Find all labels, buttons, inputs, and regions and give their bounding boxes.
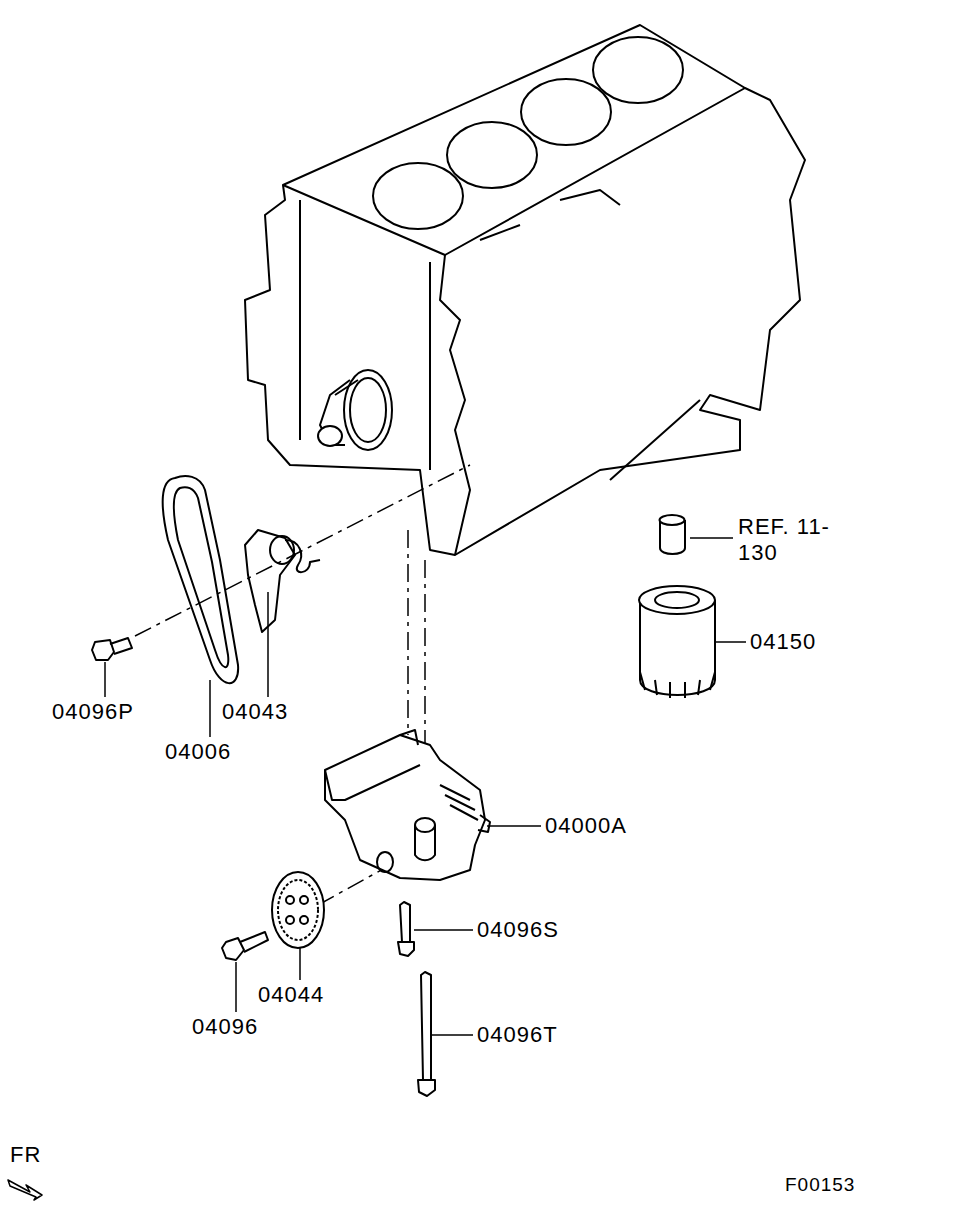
oil-pump-part <box>440 785 478 820</box>
leader-line-part <box>715 641 746 643</box>
oil-filter <box>639 515 715 698</box>
direction-label: FR <box>8 1142 43 1168</box>
bolt <box>92 638 132 660</box>
leader-line-part <box>104 662 106 697</box>
cylinder-block-part <box>447 122 537 188</box>
cylinder-block-part <box>429 262 431 470</box>
callout-number: 04043 <box>220 699 290 725</box>
crank-sprocket <box>318 370 392 450</box>
leader-line-part <box>299 948 301 980</box>
cylinder-block-part <box>245 88 805 555</box>
callout-number: 04000A <box>543 813 629 839</box>
cylinder-block-part <box>610 400 700 480</box>
belt-tensioner <box>245 530 320 632</box>
crank-sprocket-part <box>350 378 386 442</box>
leader-line-part <box>414 929 473 931</box>
bolt-part <box>398 942 414 956</box>
crank-sprocket-part <box>318 426 342 446</box>
bolt-part <box>421 972 431 1080</box>
bolt-part <box>400 902 410 942</box>
pump-gear-part <box>286 896 294 904</box>
belt-tensioner-part <box>245 530 295 632</box>
oil-filter-part <box>660 515 685 525</box>
cylinder-block-part <box>373 163 463 229</box>
leader-line-part <box>235 962 237 1012</box>
cylinder-block <box>245 25 805 555</box>
bolt-part <box>240 932 268 952</box>
oil-pump <box>325 730 490 880</box>
leader-line-part <box>487 825 541 827</box>
crank-sprocket-part <box>335 380 358 395</box>
figure-code: F00153 <box>783 1172 857 1198</box>
cylinder-block-part <box>521 79 611 145</box>
leader-line-part <box>209 680 211 737</box>
front-arrow <box>8 1180 42 1200</box>
dash-line-part <box>407 530 409 735</box>
timing-belt <box>163 476 238 683</box>
leader-line-part <box>690 537 733 539</box>
cylinder-block-part <box>560 190 620 205</box>
callout-number: 04150 <box>748 629 818 655</box>
bolt-part <box>418 1080 435 1096</box>
reference-note: REF. 11-130 <box>736 514 840 566</box>
oil-filter-part <box>639 586 715 614</box>
pump-gear <box>272 872 324 948</box>
cylinder-block-part <box>593 37 683 103</box>
callout-number: 04096P <box>50 699 136 725</box>
oil-filter-part <box>640 672 715 698</box>
pump-gear-part <box>286 916 294 924</box>
dash-line-part <box>318 868 385 905</box>
cylinder-block-part <box>440 255 470 555</box>
cylinder-block-part <box>283 25 745 255</box>
callout-number: 04006 <box>163 739 233 765</box>
crank-sprocket-part <box>344 370 392 450</box>
pump-gear-part <box>278 880 318 940</box>
leader-line-part <box>431 1034 473 1036</box>
oil-pump-part <box>415 818 435 832</box>
pump-gear-part <box>300 896 308 904</box>
callout-number: 04096 <box>190 1014 260 1040</box>
pump-gear-part <box>300 916 308 924</box>
oil-pump-part <box>400 730 418 745</box>
pump-gear-part <box>272 872 324 948</box>
oil-pump-part <box>415 825 435 860</box>
front-arrow-part <box>8 1180 42 1200</box>
callout-number: 04096S <box>475 917 561 943</box>
cylinder-block-part <box>299 200 301 440</box>
oil-pump-part <box>325 765 420 800</box>
oil-filter-part <box>655 592 699 608</box>
leader-line-part <box>267 592 269 697</box>
timing-belt-part <box>174 487 229 667</box>
timing-belt-part <box>163 476 238 683</box>
bolt <box>222 902 435 1096</box>
oil-pump-part <box>325 735 485 880</box>
callout-number: 04096T <box>475 1022 560 1048</box>
oil-pump-part <box>478 815 490 832</box>
oil-pump-part <box>377 852 393 872</box>
leader-line <box>105 538 746 1035</box>
callout-number: 04044 <box>256 982 326 1008</box>
dash-line-part <box>135 465 470 636</box>
cylinder-block-part <box>480 225 520 240</box>
bolt-part <box>110 638 132 654</box>
